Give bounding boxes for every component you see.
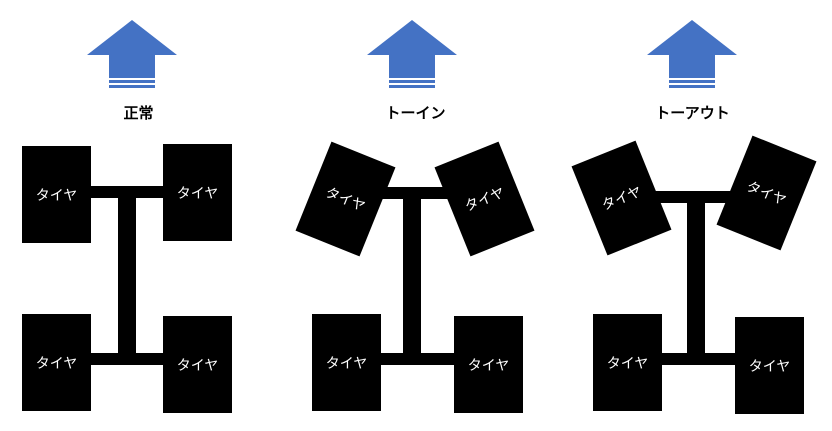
- panel-title: 正常: [123, 104, 154, 122]
- tire-label: タイヤ: [462, 184, 508, 216]
- tire-front-right: タイヤ: [434, 141, 535, 257]
- forward-arrow-icon: [87, 20, 177, 88]
- tire-rear-left: タイヤ: [22, 314, 91, 411]
- front-axle: [649, 191, 744, 203]
- tire-label: タイヤ: [325, 355, 368, 372]
- tire-label: タイヤ: [748, 358, 791, 375]
- tire-front-left: タイヤ: [571, 140, 672, 256]
- tire-front-right: タイヤ: [716, 135, 817, 251]
- tire-rear-right: タイヤ: [454, 316, 523, 413]
- tire-front-left: タイヤ: [295, 141, 396, 257]
- center-shaft: [403, 197, 421, 361]
- center-shaft: [118, 196, 136, 361]
- rear-axle: [90, 353, 165, 365]
- tire-label: タイヤ: [35, 187, 78, 204]
- tire-label: タイヤ: [176, 185, 219, 202]
- front-axle: [90, 186, 165, 198]
- panel-title: トーアウト: [655, 104, 730, 122]
- tire-label: タイヤ: [743, 178, 789, 210]
- forward-arrow-icon: [367, 20, 457, 88]
- tire-rear-left: タイヤ: [593, 314, 662, 411]
- tire-label: タイヤ: [606, 355, 649, 372]
- tire-front-right: タイヤ: [163, 144, 232, 241]
- panel-normal: 正常 タイヤ タイヤ タイヤ タイヤ: [0, 0, 277, 431]
- tire-rear-right: タイヤ: [163, 316, 232, 413]
- tire-front-left: タイヤ: [22, 146, 91, 243]
- tire-label: タイヤ: [35, 355, 78, 372]
- tire-label: タイヤ: [176, 357, 219, 374]
- tire-rear-left: タイヤ: [312, 314, 381, 411]
- tire-label: タイヤ: [599, 183, 645, 215]
- panel-toe-out: トーアウト タイヤ タイヤ タイヤ タイヤ: [554, 0, 831, 431]
- panel-title: トーイン: [385, 104, 446, 122]
- rear-axle: [377, 353, 457, 365]
- tire-rear-right: タイヤ: [735, 317, 804, 414]
- panel-toe-in: トーイン タイヤ タイヤ タイヤ タイヤ: [277, 0, 554, 431]
- front-axle: [372, 187, 462, 199]
- forward-arrow-icon: [647, 20, 737, 88]
- tire-label: タイヤ: [322, 184, 368, 216]
- rear-axle: [658, 353, 738, 365]
- tire-label: タイヤ: [467, 357, 510, 374]
- center-shaft: [687, 200, 705, 361]
